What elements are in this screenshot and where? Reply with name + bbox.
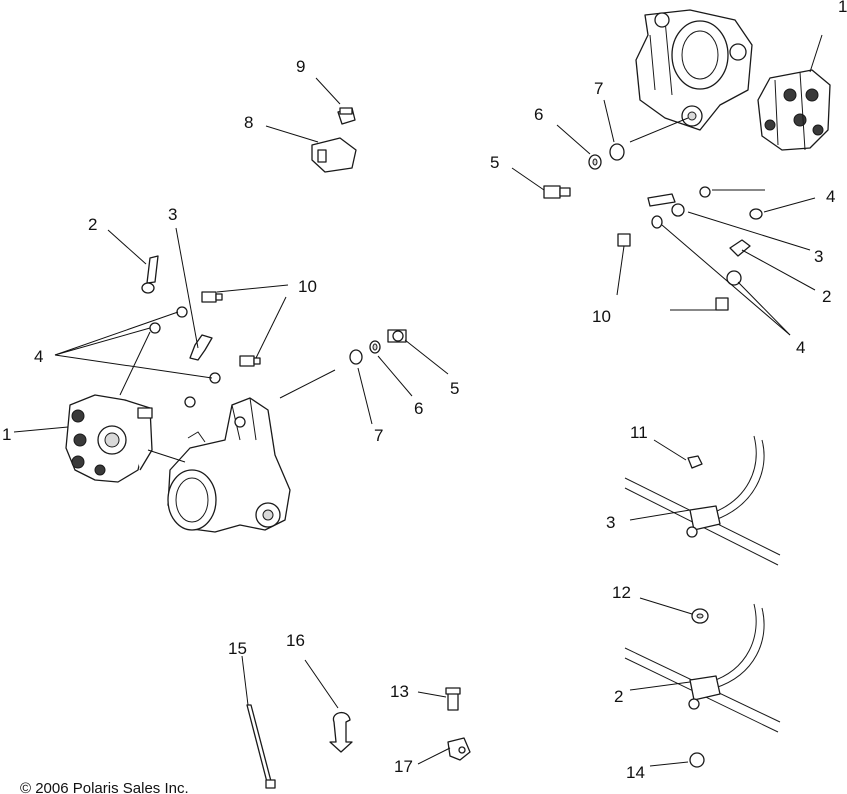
- callout-5: 5: [450, 379, 459, 398]
- brake-line-clip-3: [189, 334, 213, 361]
- callout-5-right: 5: [490, 153, 499, 172]
- bracket-8: [311, 137, 357, 173]
- callout-4-right: 4: [826, 187, 835, 206]
- nut-11: [687, 455, 703, 469]
- callout-3-right: 3: [814, 247, 823, 266]
- callout-7-right: 7: [594, 79, 603, 98]
- callout-12: 12: [612, 583, 631, 602]
- washer-7-left: [349, 349, 363, 365]
- copyright-notice: © 2006 Polaris Sales Inc.: [20, 780, 189, 794]
- callout-16: 16: [286, 631, 305, 650]
- clamp-17: [447, 737, 471, 761]
- washer-12: [691, 608, 709, 624]
- washer-14: [689, 752, 705, 768]
- callout-2: 2: [88, 215, 97, 234]
- retainer-clip-16: [329, 712, 353, 753]
- callout-1-right: 1: [838, 0, 847, 16]
- callout-4: 4: [34, 347, 43, 366]
- callout-17: 17: [394, 757, 413, 776]
- callout-4-right-lower: 4: [796, 338, 805, 357]
- washer-set-4: [149, 306, 221, 408]
- brake-caliper-left: [65, 394, 153, 483]
- brake-line-fitting-2: [141, 255, 159, 294]
- callout-6: 6: [414, 399, 423, 418]
- callout-2-right: 2: [822, 287, 831, 306]
- callout-15: 15: [228, 639, 247, 658]
- brake-caliper-right: [757, 69, 831, 151]
- callout-9: 9: [296, 57, 305, 76]
- steering-knuckle-right: [635, 9, 753, 131]
- bolt-set-10: [201, 291, 261, 367]
- small-hardware-right: [617, 186, 763, 311]
- brake-line-assembly-2: [624, 603, 781, 733]
- leader-lines: [13, 34, 823, 767]
- callout-14: 14: [626, 763, 645, 782]
- callout-10-right: 10: [592, 307, 611, 326]
- callout-3-line: 3: [606, 513, 615, 532]
- rod-15: [246, 704, 276, 789]
- callout-1: 1: [2, 425, 11, 444]
- callout-8: 8: [244, 113, 253, 132]
- callout-2-line: 2: [614, 687, 623, 706]
- callout-13: 13: [390, 682, 409, 701]
- callout-6-right: 6: [534, 105, 543, 124]
- callout-10: 10: [298, 277, 317, 296]
- washer-6-right: [588, 154, 602, 170]
- steering-knuckle-left: [167, 397, 291, 533]
- screw-13: [445, 687, 461, 711]
- washer-6-left: [369, 340, 381, 354]
- brake-line-assembly-3: [624, 435, 781, 566]
- callout-11: 11: [630, 423, 648, 442]
- bolt-5-right: [543, 185, 571, 199]
- bolt-5-left: [387, 329, 407, 343]
- callout-7: 7: [374, 426, 383, 445]
- bleeder-screw-9: [337, 107, 356, 125]
- callout-3: 3: [168, 205, 177, 224]
- washer-7-right: [609, 143, 625, 161]
